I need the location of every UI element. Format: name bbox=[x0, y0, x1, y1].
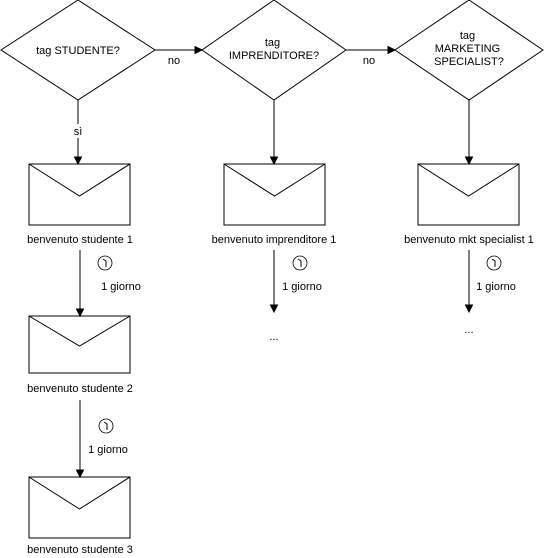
delay-imprenditore: 1 giorno bbox=[282, 281, 322, 293]
email-mkt-specialist-1-label: benvenuto mkt specialist 1 bbox=[404, 234, 534, 246]
delay-mkt-specialist: 1 giorno bbox=[476, 281, 516, 293]
edge-imprenditore-continue bbox=[269, 250, 279, 314]
edge-studente-1-2 bbox=[75, 250, 85, 318]
decision-studente[interactable]: tag STUDENTE? bbox=[0, 0, 156, 101]
delay-studente-1-2: 1 giorno bbox=[101, 281, 141, 293]
edge-label-bg bbox=[359, 54, 379, 67]
envelope-icon bbox=[28, 476, 131, 510]
edge-label-bg bbox=[70, 124, 86, 138]
clock-icon bbox=[97, 255, 113, 271]
envelope-icon bbox=[417, 163, 520, 197]
edge-label-no-1: no bbox=[168, 55, 180, 67]
email-imprenditore-1-label: benvenuto imprenditore 1 bbox=[212, 234, 337, 246]
email-studente-3[interactable] bbox=[28, 476, 131, 539]
clock-icon bbox=[98, 418, 114, 434]
envelope-icon bbox=[28, 163, 131, 197]
delay-bg bbox=[84, 279, 160, 293]
email-mkt-specialist-1[interactable] bbox=[417, 163, 520, 226]
delay-studente-2-3: 1 giorno bbox=[88, 444, 128, 456]
email-studente-1[interactable] bbox=[28, 163, 131, 226]
email-imprenditore-1[interactable] bbox=[223, 163, 326, 226]
envelope-icon bbox=[223, 163, 326, 197]
edge-no-studente-imprenditore bbox=[155, 45, 204, 55]
email-studente-1-label: benvenuto studente 1 bbox=[27, 234, 133, 246]
edge-label-si: sì bbox=[74, 126, 83, 138]
clock-icon bbox=[292, 255, 308, 271]
email-studente-2[interactable] bbox=[28, 315, 131, 374]
envelope-icon bbox=[28, 315, 131, 347]
delay-bg bbox=[278, 279, 328, 293]
decision-studente-label: tag STUDENTE? bbox=[36, 45, 120, 57]
edge-label-no-2: no bbox=[363, 55, 375, 67]
delay-bg bbox=[84, 442, 160, 456]
continuation-imprenditore: ... bbox=[269, 331, 278, 343]
delay-bg bbox=[472, 279, 522, 293]
edge-no-imprenditore-mkt bbox=[346, 45, 397, 55]
decision-imprenditore-label: tag IMPRENDITORE? bbox=[229, 37, 319, 62]
edge-mkt-continue bbox=[464, 250, 474, 314]
edge-label-bg bbox=[164, 54, 184, 67]
email-studente-2-label: benvenuto studente 2 bbox=[27, 383, 133, 395]
edge-mkt-email bbox=[464, 100, 474, 166]
decision-imprenditore[interactable]: tag IMPRENDITORE? bbox=[201, 0, 347, 101]
continuation-mkt-specialist: ... bbox=[464, 324, 473, 336]
decision-marketing-specialist[interactable]: tag MARKETING SPECIALIST? bbox=[394, 0, 544, 101]
email-studente-3-label: benvenuto studente 3 bbox=[27, 544, 133, 556]
clock-icon bbox=[486, 255, 502, 271]
edge-imprenditore-email bbox=[269, 100, 279, 166]
edge-studente-2-3 bbox=[75, 400, 85, 479]
decision-marketing-specialist-label: tag MARKETING SPECIALIST? bbox=[434, 30, 504, 68]
